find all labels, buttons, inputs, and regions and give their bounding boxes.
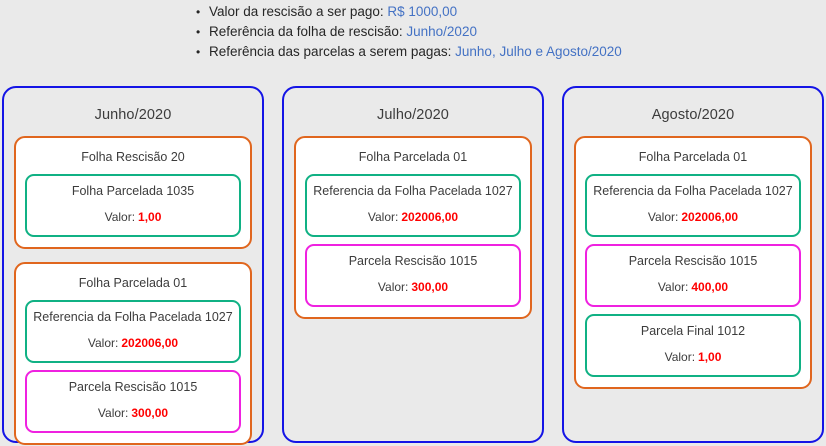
summary-item: Referência das parcelas a serem pagas: J… bbox=[196, 42, 816, 62]
summary-item-label: Referência das parcelas a serem pagas: bbox=[209, 44, 452, 59]
payroll-item-title: Parcela Rescisão 1015 bbox=[68, 380, 198, 394]
amount-label: Valor: bbox=[87, 336, 119, 350]
payroll-item-title: Referencia da Folha Pacelada 1027 bbox=[33, 310, 233, 324]
summary-item-value: Junho/2020 bbox=[406, 24, 477, 39]
payroll-item-amount: Valor:300,00 bbox=[313, 280, 513, 294]
amount-value: 1,00 bbox=[698, 350, 722, 364]
payroll-card: Folha Parcelada 01 Referencia da Folha Pa… bbox=[574, 136, 812, 389]
payroll-card-title: Folha Parcelada 01 bbox=[358, 150, 468, 164]
amount-value: 202006,00 bbox=[121, 336, 179, 350]
amount-label: Valor: bbox=[367, 210, 399, 224]
summary-item-value: Junho, Julho e Agosto/2020 bbox=[455, 44, 622, 59]
payroll-item-title: Parcela Rescisão 1015 bbox=[628, 254, 758, 268]
amount-value: 400,00 bbox=[691, 280, 729, 294]
payroll-item-amount: Valor:400,00 bbox=[593, 280, 793, 294]
payroll-item-title: Parcela Rescisão 1015 bbox=[348, 254, 478, 268]
payroll-item-title: Parcela Final 1012 bbox=[640, 324, 746, 338]
amount-label: Valor: bbox=[647, 210, 679, 224]
month-column-title: Julho/2020 bbox=[377, 107, 449, 123]
amount-label: Valor: bbox=[657, 280, 689, 294]
amount-value: 300,00 bbox=[411, 280, 449, 294]
amount-value: 1,00 bbox=[138, 210, 162, 224]
payroll-item-amount: Valor:202006,00 bbox=[33, 336, 233, 350]
summary-item-value: R$ 1000,00 bbox=[387, 4, 458, 19]
amount-label: Valor: bbox=[104, 210, 136, 224]
payroll-item-title: Folha Parcelada 1035 bbox=[71, 184, 195, 198]
summary-item-label: Referência da folha de rescisão: bbox=[209, 24, 403, 39]
amount-label: Valor: bbox=[97, 406, 129, 420]
amount-label: Valor: bbox=[664, 350, 696, 364]
payroll-card-title: Folha Parcelada 01 bbox=[78, 276, 188, 290]
payroll-item-amount: Valor:1,00 bbox=[33, 210, 233, 224]
payroll-item-amount: Valor:202006,00 bbox=[313, 210, 513, 224]
payroll-item-amount: Valor:300,00 bbox=[33, 406, 233, 420]
payroll-card-title: Folha Parcelada 01 bbox=[638, 150, 748, 164]
amount-value: 202006,00 bbox=[681, 210, 739, 224]
summary-list: Valor da rescisão a ser pago: R$ 1000,00… bbox=[196, 0, 816, 62]
payroll-card: Folha Parcelada 01 Referencia da Folha Pa… bbox=[14, 262, 252, 445]
amount-label: Valor: bbox=[377, 280, 409, 294]
month-column-title: Junho/2020 bbox=[94, 107, 172, 123]
payroll-item-title: Referencia da Folha Pacelada 1027 bbox=[313, 184, 513, 198]
payroll-card-title: Folha Rescisão 20 bbox=[81, 150, 185, 164]
summary-item: Valor da rescisão a ser pago: R$ 1000,00 bbox=[196, 2, 816, 22]
summary-item-label: Valor da rescisão a ser pago: bbox=[209, 4, 384, 19]
amount-value: 202006,00 bbox=[401, 210, 459, 224]
payroll-card: Folha Parcelada 01 Referencia da Folha Pa… bbox=[294, 136, 532, 319]
month-column-title: Agosto/2020 bbox=[651, 107, 735, 123]
summary-item: Referência da folha de rescisão: Junho/2… bbox=[196, 22, 816, 42]
payroll-item-amount: Valor:202006,00 bbox=[593, 210, 793, 224]
payroll-item-title: Referencia da Folha Pacelada 1027 bbox=[593, 184, 793, 198]
amount-value: 300,00 bbox=[131, 406, 169, 420]
payroll-item-amount: Valor:1,00 bbox=[593, 350, 793, 364]
